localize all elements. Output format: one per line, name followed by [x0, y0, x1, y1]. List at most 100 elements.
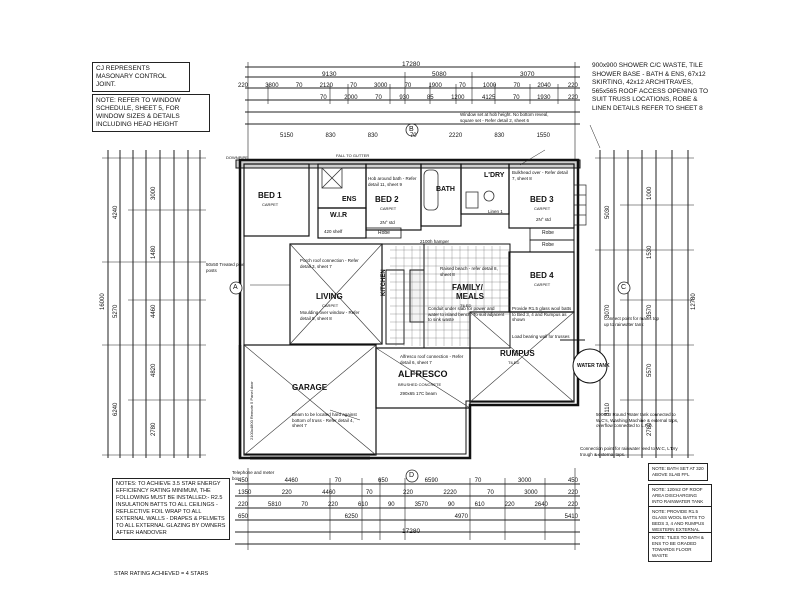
dim-left_col2-0: 3000 — [151, 186, 157, 200]
dim-mid-0: 5150 — [280, 133, 294, 139]
fall-annotation: FALL TO GUTTER — [336, 153, 370, 158]
dim-bot_row2-8: 220 — [567, 490, 578, 496]
dim-left_col-1: 5270 — [113, 304, 119, 318]
robe-label-2: Robe — [542, 230, 554, 236]
dim-bot-total: 17280 — [402, 528, 421, 535]
dim-bot_row3-6: 3570 — [414, 502, 428, 508]
dim-top_row2-5: 3000 — [374, 83, 388, 89]
room-bed2: BED 2 — [375, 195, 399, 204]
spec-note: 900x900 SHOWER C/C WASTE, TILE SHOWER BA… — [592, 62, 709, 112]
dim-bot_row3-0: 220 — [238, 502, 249, 508]
alfresco-beam-annotation: 290x65 17C beam — [400, 391, 437, 396]
posts-annotation: 50x50 Treated pine posts — [206, 262, 245, 273]
dim-bot_row1-7: 450 — [567, 478, 578, 484]
dim-mid-3: 70 — [409, 133, 417, 139]
dim-right_col2-2: 3570 — [647, 304, 653, 318]
tank-note: 5000Ltr Round Water tank connected to W.… — [596, 412, 679, 428]
marker-d: D — [409, 472, 415, 479]
dim-bot_row1-2: 70 — [334, 478, 342, 484]
dim-bot_row4-1: 6250 — [344, 514, 358, 520]
dim-top_row2-8: 70 — [459, 83, 466, 89]
room-bed3-floor: CARPET — [534, 206, 551, 211]
downpipe-annotation: DOWNPIPE — [226, 155, 248, 160]
robe-label-1: Robe — [378, 230, 390, 236]
room-bed1: BED 1 — [258, 191, 282, 200]
linen-annotation: Linen 1 — [488, 209, 503, 214]
dim-mid-5: 830 — [494, 133, 505, 139]
room-living-floor: CARPET — [322, 303, 339, 308]
dim-bot_row2-6: 70 — [487, 490, 494, 496]
dim-top_row3-3: 930 — [399, 95, 410, 101]
conduit-annotation: Conduit under slab for power and water t… — [428, 306, 505, 322]
window-schedule-note: NOTE: REFER TO WINDOW SCHEDULE, SHEET 5,… — [92, 94, 210, 132]
dim-left_col2-2: 4460 — [151, 304, 157, 318]
dim-bot_row1-0: 450 — [238, 478, 249, 484]
dim-bot_row3-11: 220 — [567, 502, 578, 508]
dim-bot_row1-1: 4460 — [284, 478, 299, 484]
room-ldry: L'DRY — [484, 172, 505, 179]
dim-top_row2-6: 70 — [404, 83, 412, 89]
dim-top_row2-2: 70 — [295, 83, 303, 89]
dim-bot_row4-0: 650 — [238, 514, 249, 520]
dim-right_col2-3: 5570 — [647, 363, 653, 377]
roof-area-note: NOTE: 120m2 OF ROOF AREA DISCHARGING INT… — [648, 484, 712, 508]
room-family: FAMILY/ — [452, 283, 483, 292]
dim-mid-1: 830 — [325, 133, 336, 139]
dim-mid-2: 830 — [367, 133, 378, 139]
room-wir: W.I.R — [330, 212, 348, 219]
provide-r-annotation: Provide R1.5 glass wool batts to Bed 3, … — [512, 306, 572, 322]
dim-bot_row3-10: 2640 — [534, 502, 548, 508]
marker-b: B — [409, 126, 414, 133]
dim-bot-row4: 650 6250 4970 5410 — [238, 514, 578, 520]
room-meals: MEALS — [456, 292, 484, 301]
energy-rating: STAR RATING ACHIEVED = 4 STARS — [114, 571, 209, 577]
dim-bot_row1-4: 6590 — [424, 478, 438, 484]
dim-bot_row3-3: 220 — [327, 502, 338, 508]
room-rumpus: RUMPUS — [500, 349, 535, 358]
dim-bot_row2-5: 2220 — [443, 490, 457, 496]
dim-right_col2-4: 2780 — [647, 422, 653, 436]
room-bed1-floor: CARPET — [262, 202, 279, 207]
dim-left_col2-4: 2780 — [151, 422, 157, 436]
dim-right_col-0: 5030 — [605, 205, 611, 220]
dim-top-1c: 3070 — [520, 71, 535, 78]
energy-note: NOTES: TO ACHIEVE 3.5 STAR ENERGY EFFICI… — [112, 478, 230, 540]
falls-note: NOTE: TILES TO BATH & ENS TO BE GRADED T… — [648, 532, 712, 562]
moulding-annotation: Moulding over window - Refer detail 9, s… — [300, 310, 360, 321]
dim-top_row2-9: 1000 — [482, 83, 497, 89]
shelf-annotation-1: 2N° std — [380, 220, 395, 225]
dim-top_row2-11: 2040 — [537, 83, 551, 89]
dim-bot_row2-0: 1350 — [238, 490, 252, 496]
dim-top_row2-12: 220 — [567, 83, 578, 89]
dim-top_row3-2: 70 — [375, 95, 382, 101]
dim-right-total: 12780 — [691, 293, 697, 310]
dim-top_row3-5: 1200 — [451, 95, 465, 101]
shelf-annotation-2: 2N° std — [536, 217, 551, 222]
room-family-floor: TILED — [460, 303, 472, 308]
dim-top-1a: 9130 — [322, 71, 337, 78]
bulkhead-annotation: Bulkhead over - Refer detail 7, sheet 8 — [512, 170, 568, 181]
dim-bot_row2-2: 4460 — [322, 490, 336, 496]
connect-mains-annotation: Connect point for mains top up to rainwa… — [604, 316, 660, 327]
raised-annotation: Raised beach - refer detail 8, sheet 8 — [440, 266, 498, 277]
room-bed3: BED 3 — [530, 195, 554, 204]
load-annotation: Load bearing wall for trusses — [512, 334, 570, 339]
dim-top_row2-3: 2120 — [319, 83, 333, 89]
room-rumpus-floor: TILED — [508, 360, 520, 365]
room-alfresco: ALFRESCO — [398, 369, 448, 379]
dim-right_col-2: 3110 — [605, 402, 611, 416]
dim-top-total: 17280 — [402, 61, 421, 68]
room-bath: BATH — [436, 186, 455, 193]
dim-bot_row2-3: 70 — [365, 490, 373, 496]
dim-bot_row3-9: 220 — [504, 502, 515, 508]
dim-bot_row4-3: 5410 — [564, 514, 578, 520]
room-bed2-floor: CARPET — [380, 206, 397, 211]
dim-bot_row2-4: 220 — [402, 490, 413, 496]
dim-bot_row4-2: 4970 — [454, 514, 468, 520]
